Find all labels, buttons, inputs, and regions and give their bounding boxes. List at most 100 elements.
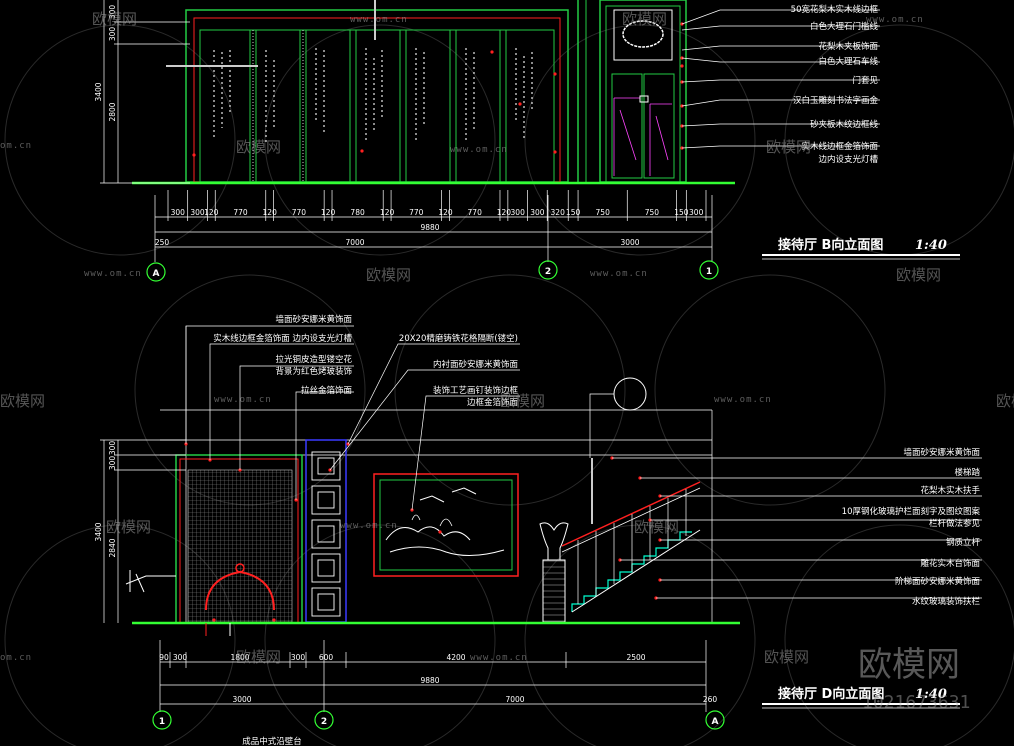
top-dim-seg-0: 250 xyxy=(155,238,170,247)
top-carving-ornament xyxy=(622,20,664,48)
top-vdim-2: 3400 xyxy=(94,82,103,101)
watermark-brand-7: 欧模网 xyxy=(0,392,45,410)
top-title: 接待厅 B向立面图 xyxy=(778,237,883,253)
bottom-vertical-dim xyxy=(100,439,186,623)
bottom-horizontal-dim-lines xyxy=(159,640,707,712)
top-door-leaf-right xyxy=(643,73,675,179)
bottom-wall-sconce xyxy=(125,570,176,593)
bottom-handrail-2 xyxy=(561,487,701,553)
watermark-url-10: om.cn xyxy=(0,653,32,663)
top-dim-r1-6: 120 xyxy=(321,208,336,217)
top-axis-a: A xyxy=(153,269,160,279)
watermark-circles xyxy=(4,24,1014,746)
bottom-dim-r1-3: 300 xyxy=(291,653,306,662)
bottom-center-label-3: 边框金箔饰面 xyxy=(467,397,519,408)
top-door-inner xyxy=(605,5,681,183)
bottom-title: 接待厅 D向立面图 xyxy=(778,686,884,702)
top-dim-seg-1: 7000 xyxy=(345,238,364,247)
bottom-left-label-1: 实木线边框金箔饰面 边内设支光灯槽 xyxy=(213,333,352,344)
bottom-left-labels: 墙面砂安娜米黄饰面 实木线边框金箔饰面 边内设支光灯槽 拉光铜皮造型镂空花 背景… xyxy=(213,314,352,396)
bottom-dim-seg-1: 7000 xyxy=(505,695,524,704)
top-dim-r1-10: 120 xyxy=(438,208,453,217)
bottom-center-labels: 20X20精磨铸铁花格隔断(镂空) 内衬面砂安娜米黄饰面 装饰工艺画钉装饰边框 … xyxy=(399,333,519,408)
top-dim-r1-1: 300 xyxy=(190,208,205,217)
bottom-mesh-panel xyxy=(187,469,293,623)
bottom-dim-r1-0: 90 xyxy=(159,653,169,662)
top-dim-r1-9: 770 xyxy=(409,208,424,217)
bottom-right-label-1: 楼梯踏 xyxy=(954,467,980,478)
bottom-right-label-5: 钢质立杆 xyxy=(946,537,981,548)
top-dim-r1-5: 770 xyxy=(292,208,307,217)
bottom-red-ornament xyxy=(235,563,245,573)
bottom-right-leaders xyxy=(612,457,982,599)
top-dim-r1-15: 320 xyxy=(551,208,566,217)
top-dim-r1-3: 770 xyxy=(233,208,248,217)
bottom-right-label-7: 阶梯面砂安娜米黄饰面 xyxy=(895,576,981,587)
bottom-painting-landscape xyxy=(385,487,505,556)
watermark-url-1: www.om.cn xyxy=(866,15,924,25)
top-label-4: 门套见 xyxy=(852,75,878,86)
bottom-right-label-6: 雕花实木台饰面 xyxy=(920,558,980,569)
watermark-url-3: om.cn xyxy=(0,141,32,151)
watermark-url-2: www.om.cn xyxy=(350,15,408,25)
top-dim-r1-11: 770 xyxy=(468,208,483,217)
top-leader-lines xyxy=(681,9,880,149)
top-axis-2: 2 xyxy=(545,267,551,277)
bottom-scale: 1:40 xyxy=(915,687,947,702)
top-vdim-0: 300 xyxy=(108,5,117,20)
top-outer-frame xyxy=(185,9,569,183)
bottom-center-label-2: 装饰工艺画钉装饰边框 xyxy=(433,385,519,396)
watermark-brand-12: 欧模网 xyxy=(236,648,281,666)
bottom-right-label-2: 花梨木实木扶手 xyxy=(920,485,980,496)
top-dim-r1-12: 120 xyxy=(497,208,512,217)
bottom-center-label-1: 内衬面砂安娜米黄饰面 xyxy=(433,359,519,370)
top-calligraphy xyxy=(213,48,533,145)
top-label-3: 白色大理石车线 xyxy=(818,56,878,67)
bottom-dim-r1-2: 1800 xyxy=(230,653,249,662)
bottom-axis-1: 1 xyxy=(159,717,165,727)
top-horizontal-dim-lines xyxy=(154,195,713,262)
bottom-right-label-0: 墙面砂安娜米黄饰面 xyxy=(903,447,980,458)
bottom-right-labels: 墙面砂安娜米黄饰面 楼梯踏 花梨木实木扶手 10厚钢化玻璃护栏面刻字及图纹图案 … xyxy=(842,447,981,607)
top-dim-r1-7: 780 xyxy=(350,208,365,217)
bottom-section-bubble xyxy=(613,377,647,411)
bottom-stair-stringer xyxy=(571,529,701,613)
bottom-right-label-8: 水纹玻璃装饰扶栏 xyxy=(912,596,981,607)
bottom-axis-bubbles xyxy=(152,710,725,730)
watermarks: 欧模网 www.om.cn 欧模网 www.om.cn om.cn 欧模网 ww… xyxy=(0,10,1014,713)
bottom-elevation: 墙面砂安娜米黄饰面 实木线边框金箔饰面 边内设支光灯槽 拉光铜皮造型镂空花 背景… xyxy=(94,314,982,746)
top-dim-ticks xyxy=(167,190,707,221)
watermark-brand-1: 欧模网 xyxy=(92,10,137,28)
watermark-url-11: www.om.cn xyxy=(470,653,528,663)
bottom-left-label-0: 墙面砂安娜米黄饰面 xyxy=(275,314,352,325)
top-door-leaf-left xyxy=(611,73,643,179)
bottom-dim-r1-1: 300 xyxy=(173,653,188,662)
bottom-pedestal xyxy=(542,559,566,623)
watermark-brand-3: 欧模网 xyxy=(236,138,281,156)
bottom-vase xyxy=(539,522,569,561)
watermark-url-5: www.om.cn xyxy=(84,269,142,279)
top-dim-r1-0: 300 xyxy=(171,208,186,217)
bottom-left-label-4: 拉丝金箔饰面 xyxy=(301,385,353,396)
bottom-balusters xyxy=(577,489,687,604)
bottom-painting-inner xyxy=(379,479,513,571)
top-dim-r1-4: 120 xyxy=(263,208,278,217)
watermark-url-8: www.om.cn xyxy=(714,395,772,405)
bottom-dim-r1-5: 4200 xyxy=(446,653,465,662)
top-scale: 1:40 xyxy=(915,238,947,253)
bottom-vdim-1: 300 xyxy=(108,456,117,471)
top-axis-1: 1 xyxy=(706,267,712,277)
bottom-dim-seg-0: 3000 xyxy=(232,695,251,704)
watermark-id: 1021673631 xyxy=(862,692,970,713)
watermark-brand-10: 欧模网 xyxy=(106,518,151,536)
top-label-6: 砂夹板木纹边框线 xyxy=(810,119,879,130)
top-dim-seg-2: 3000 xyxy=(620,238,639,247)
top-material-labels: 50宽花梨木实木线边框 白色大理石门槛线 花梨木夹板饰面 白色大理石车线 门套见… xyxy=(791,4,879,165)
bottom-vdim-2: 3400 xyxy=(94,522,103,541)
top-dim-r1-17: 750 xyxy=(596,208,611,217)
top-label-1: 白色大理石门槛线 xyxy=(810,21,879,32)
bottom-center-label-0: 20X20精磨铸铁花格隔断(镂空) xyxy=(399,333,518,344)
watermark-brand-8: 欧模网 xyxy=(500,392,545,410)
top-label-2: 花梨木夹板饰面 xyxy=(818,41,878,52)
bottom-vdim-0: 300 xyxy=(108,441,117,456)
